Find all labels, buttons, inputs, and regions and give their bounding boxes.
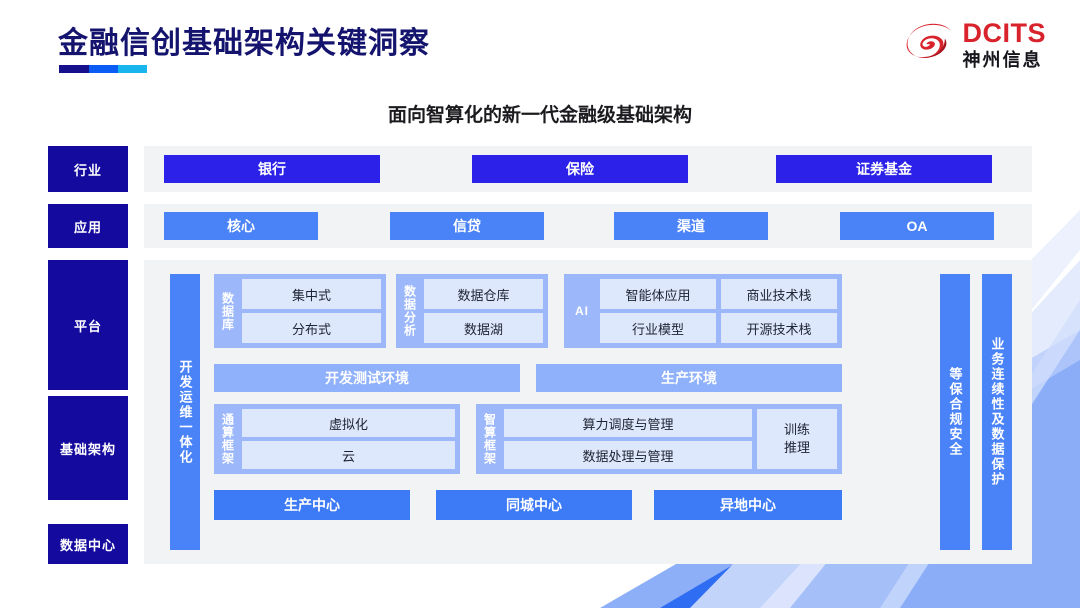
group-general-framework: 通算框架 虚拟化 云 [214,404,460,474]
smart-cell-train-inference[interactable]: 训练 推理 [757,409,837,469]
datacenter-production[interactable]: 生产中心 [214,490,410,520]
layer-label-industry: 行业 [48,146,128,192]
application-item-credit[interactable]: 信贷 [390,212,544,240]
general-cell-cloud[interactable]: 云 [242,441,455,469]
compliance-vertical-bar[interactable]: 等保合规安全 [940,274,970,550]
layer-label-application: 应用 [48,204,128,248]
logo-text-en: DCITS [962,18,1046,48]
logo-text-cn: 神州信息 [962,50,1043,70]
industry-item-insurance[interactable]: 保险 [472,155,688,183]
database-cell-distributed[interactable]: 分布式 [242,313,381,343]
company-logo: DCITS 神州信息 [905,20,1047,69]
platform-main-panel: 开发运维一体化 等保合规安全 业务连续性及数据保护 数据库 集中式 分布式 数据… [144,260,1032,564]
general-cell-virtualization[interactable]: 虚拟化 [242,409,455,437]
ai-cell-opensource-stack[interactable]: 开源技术栈 [721,313,837,343]
ai-cell-industry-model[interactable]: 行业模型 [600,313,716,343]
train-label: 训练 [783,422,810,438]
devops-vertical-bar[interactable]: 开发运维一体化 [170,274,200,550]
continuity-vertical-bar[interactable]: 业务连续性及数据保护 [982,274,1012,550]
platform-content-area: 数据库 集中式 分布式 数据分析 数据仓库 数据湖 AI 智能体 [214,274,928,550]
application-row-panel: 核心 信贷 渠道 OA [144,204,1032,248]
ai-cell-commercial-stack[interactable]: 商业技术栈 [721,279,837,309]
layer-label-datacenter: 数据中心 [48,524,128,564]
analytics-cell-datalake[interactable]: 数据湖 [424,313,543,343]
group-caption-smart-framework: 智算框架 [482,413,497,465]
database-cell-centralized[interactable]: 集中式 [242,279,381,309]
page-header: 金融信创基础架构关键洞察 DCITS 神州信息 [0,0,1080,92]
application-item-oa[interactable]: OA [840,212,994,240]
industry-item-securities[interactable]: 证券基金 [776,155,992,183]
datacenter-same-city[interactable]: 同城中心 [436,490,632,520]
env-bar-dev-test[interactable]: 开发测试环境 [214,364,520,392]
ai-cell-agent-app[interactable]: 智能体应用 [600,279,716,309]
underline-segment-navy [59,65,89,73]
dcits-swoosh-icon [906,23,951,58]
industry-row-panel: 银行 保险 证券基金 [144,146,1032,192]
application-item-channel[interactable]: 渠道 [614,212,768,240]
industry-item-bank[interactable]: 银行 [164,155,380,183]
application-item-core[interactable]: 核心 [164,212,318,240]
smart-cell-data-processing[interactable]: 数据处理与管理 [504,441,752,469]
group-caption-ai: AI [575,304,589,318]
group-data-analytics: 数据分析 数据仓库 数据湖 [396,274,548,348]
inference-label: 推理 [783,440,810,455]
underline-segment-blue [89,65,118,73]
group-caption-general-framework: 通算框架 [220,413,235,465]
group-caption-analytics: 数据分析 [402,285,417,337]
group-smart-framework: 智算框架 算力调度与管理 数据处理与管理 训练 推理 [476,404,842,474]
datacenter-remote[interactable]: 异地中心 [654,490,842,520]
env-bar-production[interactable]: 生产环境 [536,364,842,392]
logo-text: DCITS 神州信息 [962,18,1047,70]
diagram-subtitle: 面向智算化的新一代金融级基础架构 [387,105,692,126]
group-caption-database: 数据库 [220,291,235,331]
group-database: 数据库 集中式 分布式 [214,274,386,348]
underline-segment-cyan [118,65,147,73]
page-title: 金融信创基础架构关键洞察 [58,27,430,60]
title-underline [59,65,147,73]
architecture-diagram: 行业 应用 平台 基础架构 数据中心 银行 保险 证券基金 核心 信贷 渠道 O… [0,138,1080,568]
layer-label-infrastructure: 基础架构 [48,396,128,500]
group-ai: AI 智能体应用 行业模型 商业技术栈 开源技术栈 [564,274,842,348]
smart-cell-compute-scheduling[interactable]: 算力调度与管理 [504,409,752,437]
layer-label-platform: 平台 [48,260,128,390]
analytics-cell-warehouse[interactable]: 数据仓库 [424,279,543,309]
